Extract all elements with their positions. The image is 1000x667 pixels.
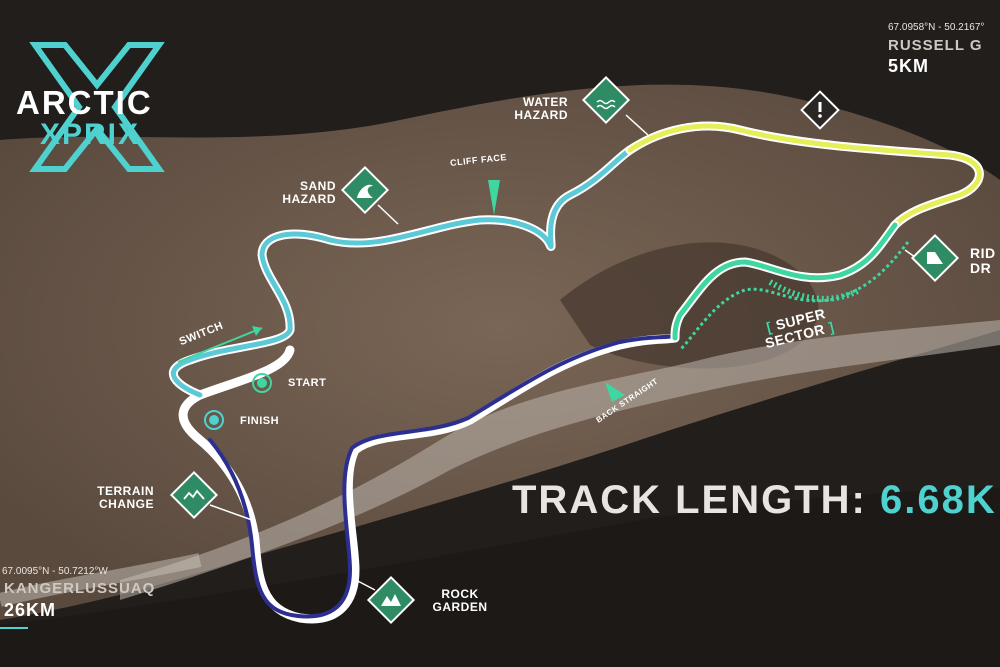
kangerlussuaq-distance: 26KM — [4, 600, 57, 620]
start-ring — [252, 373, 272, 393]
cliff-face-pointer-icon — [488, 180, 500, 215]
logo-line1: ARCTIC — [16, 84, 153, 121]
finish-ring — [204, 410, 224, 430]
back-straight-pointer-icon — [605, 382, 625, 402]
track-cyan-section — [171, 147, 633, 398]
track-length: TRACK LENGTH: 6.68K — [512, 478, 997, 523]
rock-garden-line2: GARDEN — [432, 599, 488, 614]
ridge-drop-icon[interactable] — [910, 233, 960, 283]
terrain-change-icon[interactable] — [169, 470, 219, 520]
rock-garden-line1: ROCK — [441, 587, 479, 601]
water-hazard-line2: HAZARD — [514, 107, 568, 122]
finish-marker-icon[interactable] — [209, 415, 219, 425]
sand-hazard-line2: HAZARD — [282, 191, 336, 206]
water-hazard-line1: WATER — [523, 95, 568, 109]
sand-hazard-icon[interactable] — [340, 165, 390, 215]
track-yellow-section — [627, 123, 982, 228]
super-sector-band — [768, 279, 862, 302]
logo-line2: XPRIX — [40, 118, 141, 151]
kangerlussuaq-coords: 67.0095°N - 50.7212°W — [2, 566, 108, 577]
start-label: START — [288, 377, 327, 389]
track-blue-section — [208, 334, 677, 619]
switch-line — [177, 327, 263, 363]
logo-x-icon — [29, 42, 165, 172]
rock-garden-label: ROCK GARDEN — [422, 588, 498, 613]
river-bank — [0, 488, 1000, 667]
sand-hazard-line1: SAND — [299, 179, 336, 193]
sand-connector — [377, 204, 399, 225]
warning-icon[interactable] — [800, 90, 840, 130]
rock-garden-icon[interactable] — [366, 575, 416, 625]
super-sector-dash — [678, 241, 910, 352]
water-connector — [625, 114, 649, 136]
russell-coords: 67.0958°N - 50.2167° — [888, 22, 985, 33]
switch-arrow-icon — [252, 326, 262, 336]
track-green-section — [672, 222, 898, 341]
terrain-change-line2: CHANGE — [98, 496, 154, 511]
ridge-drop-line1: RID — [970, 245, 996, 261]
track-length-value: 6.68K — [879, 478, 997, 522]
start-marker-icon[interactable] — [257, 378, 267, 388]
rock-connector — [351, 577, 376, 591]
russell-name: RUSSELL G — [888, 37, 983, 54]
sand-hazard-label: SAND HAZARD — [262, 180, 336, 205]
track-white-section — [178, 333, 680, 624]
river-bed — [120, 320, 1000, 600]
kangerlussuaq-name: KANGERLUSSUAQ — [4, 580, 156, 597]
ridge-drop-label: RID DR — [970, 246, 996, 275]
river-channel — [0, 553, 202, 607]
water-hazard-label: WATER HAZARD — [498, 96, 568, 121]
terrain-change-line1: TERRAIN — [97, 484, 154, 498]
water-hazard-icon[interactable] — [581, 75, 631, 125]
track-length-label: TRACK LENGTH: — [512, 478, 867, 522]
finish-label: FINISH — [240, 415, 280, 427]
ridge-drop-line2: DR — [970, 259, 992, 276]
terrain-change-label: TERRAIN CHANGE — [76, 485, 154, 510]
valley-floor — [0, 84, 1000, 621]
terrain-connector — [209, 504, 253, 521]
russell-distance: 5KM — [888, 56, 930, 76]
